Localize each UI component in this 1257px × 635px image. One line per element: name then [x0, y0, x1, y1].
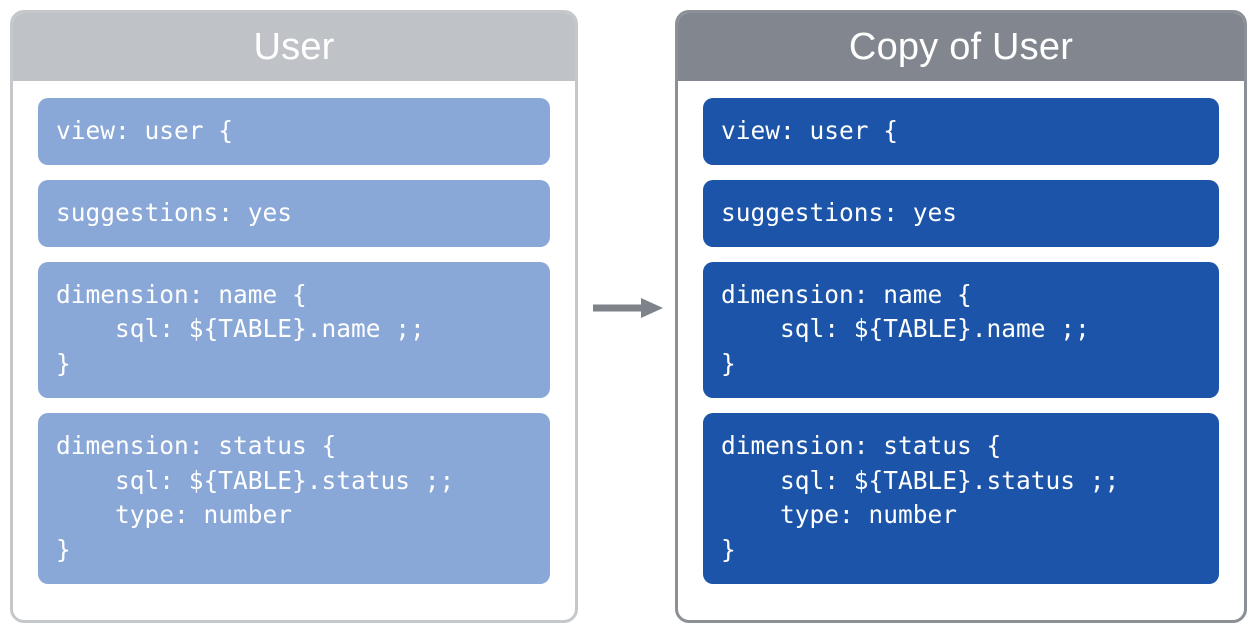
source-card-header: User [13, 13, 575, 81]
code-block-dimension-status: dimension: status { sql: ${TABLE}.status… [703, 412, 1219, 585]
arrow-right-icon [593, 296, 665, 320]
code-block-view-declaration: view: user { [38, 98, 550, 165]
code-block-view-declaration: view: user { [703, 98, 1219, 165]
copy-card-header: Copy of User [678, 13, 1244, 81]
code-block-dimension-name: dimension: name { sql: ${TABLE}.name ;; … [703, 261, 1219, 398]
code-block-dimension-name: dimension: name { sql: ${TABLE}.name ;; … [38, 261, 550, 398]
code-block-suggestions-parameter: suggestions: yes [38, 179, 550, 247]
code-block-suggestions-parameter: suggestions: yes [703, 179, 1219, 247]
code-block-dimension-status: dimension: status { sql: ${TABLE}.status… [38, 412, 550, 585]
copy-card-title: Copy of User [848, 26, 1074, 68]
copy-card-body: view: user { suggestions: yes dimension:… [678, 81, 1244, 604]
copy-view-card: Copy of User view: user { suggestions: y… [675, 10, 1247, 623]
source-card-body: view: user { suggestions: yes dimension:… [13, 81, 575, 604]
source-card-title: User [253, 26, 335, 68]
source-view-card: User view: user { suggestions: yes dimen… [10, 10, 578, 623]
